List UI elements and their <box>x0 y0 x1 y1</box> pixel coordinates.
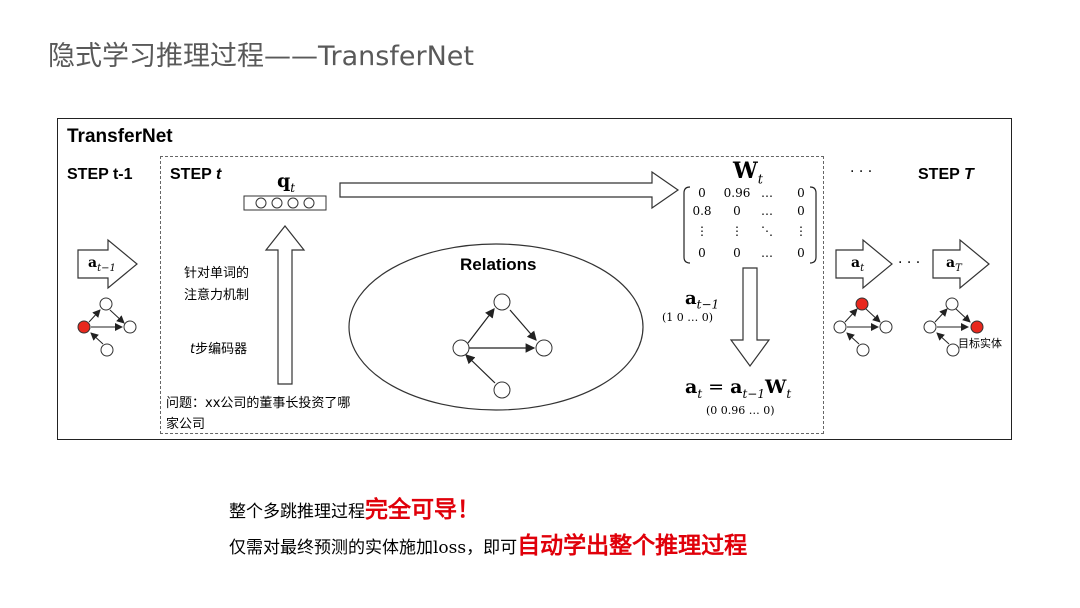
arrow-T-label: aT <box>946 255 962 274</box>
relations-label: Relations <box>460 255 537 274</box>
a-prev-label: at−1 <box>685 288 720 312</box>
encoder-up-arrow <box>264 225 306 385</box>
w-t-label: Wt <box>733 158 763 188</box>
update-equation: at = at−1Wt <box>685 376 792 401</box>
w-t-matrix: 0 0.96 … 0 0.8 0 … 0 ⋮ ⋮ ⋱ ⋮ 0 0 … 0 <box>692 186 807 260</box>
mid-ellipsis: · · · <box>898 255 921 271</box>
graph-step-t <box>833 297 893 357</box>
transfernet-figure-frame <box>57 118 1012 440</box>
a-t-vector: (0 0.96 … 0) <box>706 404 775 417</box>
relations-ellipse <box>348 243 644 411</box>
attention-label-line1: 针对单词的 <box>184 266 250 281</box>
attention-label-line2: 注意力机制 <box>184 288 250 303</box>
step-cur-label: STEP t <box>170 166 222 183</box>
note-line-2: 仅需对最终预测的实体施加loss，即可自动学出整个推理过程 <box>229 532 748 559</box>
a-prev-vector: (1 0 … 0) <box>662 311 714 324</box>
relations-node-right <box>535 339 553 357</box>
target-entity-label: 目标实体 <box>958 337 1002 350</box>
question-line1: 问题：xx公司的董事长投资了哪 <box>166 396 351 411</box>
relations-node-top <box>493 293 511 311</box>
step-prev-label: STEP t-1 <box>67 166 133 183</box>
graph-step-prev <box>77 297 137 357</box>
arrow-t-label: at <box>851 255 865 274</box>
relations-node-bottom <box>493 381 511 399</box>
arrow-T-shape <box>932 238 990 290</box>
q-t-label: qt <box>277 170 296 195</box>
arrow-prev-label: at−1 <box>88 255 116 274</box>
relations-node-left <box>452 339 470 357</box>
step-t-dashed-box <box>160 156 824 434</box>
graph-step-last <box>923 297 984 357</box>
note-line-1: 整个多跳推理过程完全可导！ <box>229 496 480 523</box>
step-last-label: STEP T <box>918 166 974 183</box>
figure-title: TransferNet <box>67 126 173 147</box>
q-to-w-arrow <box>339 170 680 210</box>
slide-title: 隐式学习推理过程——TransferNet <box>48 41 474 72</box>
encoder-label: t步编码器 <box>190 342 248 357</box>
update-down-arrow <box>729 267 771 368</box>
arrow-prev-shape <box>77 238 138 290</box>
question-line2: 家公司 <box>166 417 206 432</box>
arrow-t-shape <box>835 238 893 290</box>
top-ellipsis: · · · <box>850 164 873 180</box>
